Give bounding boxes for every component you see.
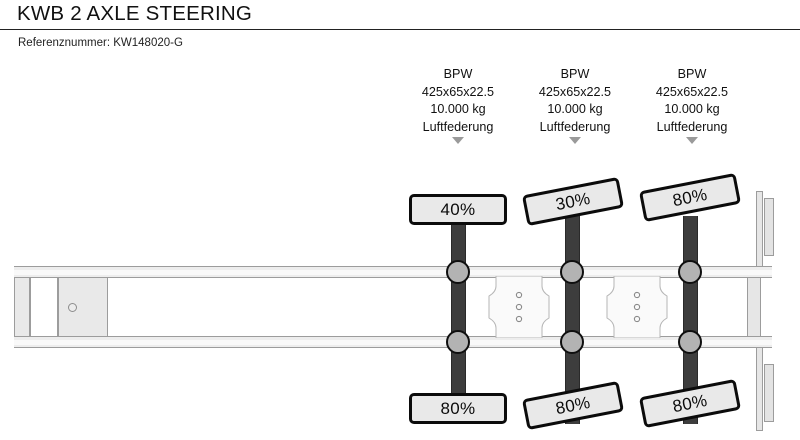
axle-brand: BPW xyxy=(677,67,707,81)
wheel-hub-top xyxy=(678,260,702,284)
axle-capacity: 10.000 kg xyxy=(430,102,486,117)
axle-capacity: 10.000 kg xyxy=(547,102,603,117)
front-plate-a xyxy=(14,277,30,337)
tread-badge-top: 40% xyxy=(409,194,507,225)
tread-badge-top: 80% xyxy=(638,172,742,223)
axle-dimensions: 425x65x22.5 xyxy=(538,84,612,99)
page-header: KWB 2 AXLE STEERING Referenznummer: KW14… xyxy=(0,0,800,57)
reference-number: Referenznummer: KW148020-G xyxy=(18,37,183,49)
wheel-hub-bottom xyxy=(678,330,702,354)
axle-suspension: Luftfederung xyxy=(656,119,728,134)
tread-badge-bottom: 80% xyxy=(409,393,507,424)
wheel-hub-bottom xyxy=(446,330,470,354)
kingpin-plate xyxy=(58,277,108,337)
axle-dimensions: 425x65x22.5 xyxy=(655,84,729,99)
wheel-hub-bottom xyxy=(560,330,584,354)
axle-brand: BPW xyxy=(443,67,473,81)
axle-spec-3: BPW 425x65x22.5 10.000 kg Luftfederung xyxy=(627,66,757,145)
axle-spec-2: BPW 425x65x22.5 10.000 kg Luftfederung xyxy=(510,66,640,145)
kingpin-icon xyxy=(68,303,77,312)
rear-center-spine xyxy=(747,277,761,337)
front-gap xyxy=(30,277,58,337)
wheel-hub-top xyxy=(446,260,470,284)
down-arrow-icon xyxy=(686,137,698,145)
page-title: KWB 2 AXLE STEERING xyxy=(17,2,253,25)
down-arrow-icon xyxy=(452,137,464,145)
rear-post-upper xyxy=(756,191,763,277)
header-divider xyxy=(0,29,800,30)
axle-dimensions: 425x65x22.5 xyxy=(421,84,495,99)
axle-brand: BPW xyxy=(560,67,590,81)
wheel-hub-top xyxy=(560,260,584,284)
axle-capacity: 10.000 kg xyxy=(664,102,720,117)
inter-axle-panel-2 xyxy=(605,276,669,338)
down-arrow-icon xyxy=(569,137,581,145)
inter-axle-panel-1 xyxy=(487,276,551,338)
rear-post-lower xyxy=(756,345,763,431)
axle-spec-1: BPW 425x65x22.5 10.000 kg Luftfederung xyxy=(393,66,523,145)
axle-suspension: Luftfederung xyxy=(539,119,611,134)
rear-lightbar-upper xyxy=(764,198,774,256)
rear-lightbar-lower xyxy=(764,364,774,422)
axle-suspension: Luftfederung xyxy=(422,119,494,134)
